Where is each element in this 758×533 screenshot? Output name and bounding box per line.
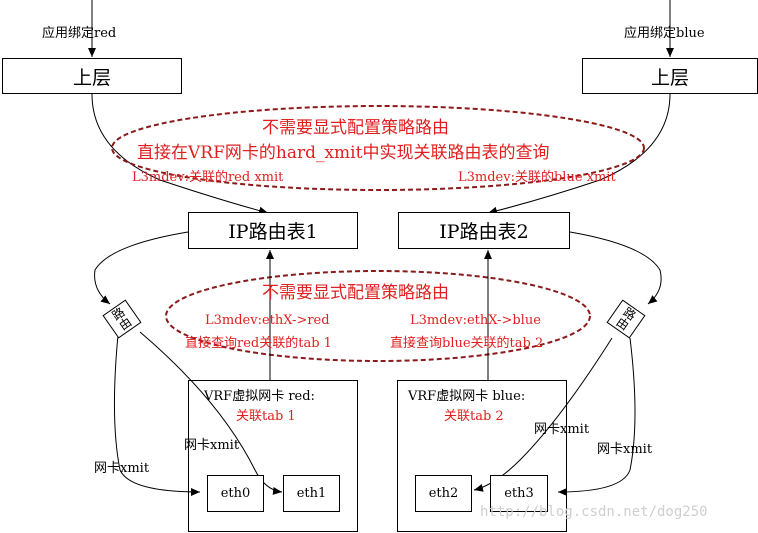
l3mdev-red-xmit-label: L3mdev:关联的red xmit <box>132 170 284 185</box>
arrow-upper-left-to-table1 <box>91 93 269 215</box>
eth2-label: eth2 <box>428 486 459 501</box>
arrow-route-right-to-eth3 <box>557 337 636 496</box>
arrow-route-left-to-eth0 <box>113 334 201 496</box>
upper-layer-right-label: 上层 <box>650 66 689 89</box>
top-ellipse-line1: 不需要显式配置策略路由 <box>262 118 449 138</box>
upper-layer-left-box: 上层 <box>2 58 182 94</box>
arrow-route-left-to-eth1 <box>139 331 283 495</box>
vrf-red-assoc: 关联tab 1 <box>236 409 296 424</box>
arrow-table2-to-route-right <box>569 231 662 305</box>
arrow-table1-to-route-left <box>94 231 189 305</box>
mid-ellipse-left-line1: L3mdev:ethX->red <box>205 313 330 328</box>
arrow-upper-right-to-table2 <box>487 93 671 215</box>
eth1-box: eth1 <box>283 475 340 512</box>
vrf-blue-container <box>397 380 567 532</box>
top-ellipse-line2: 直接在VRF网卡的hard_xmit中实现关联路由表的查询 <box>137 143 550 163</box>
eth3-box: eth3 <box>490 475 548 512</box>
vrf-blue-assoc: 关联tab 2 <box>444 409 504 424</box>
top-dashed-ellipse <box>111 105 645 191</box>
l3mdev-blue-xmit-label: L3mdev:关联的blue xmit <box>458 170 616 185</box>
vrf-red-title: VRF虚拟网卡 red: <box>204 389 315 404</box>
upper-layer-right-box: 上层 <box>582 58 758 94</box>
outer-nic-xmit-right: 网卡xmit <box>597 442 653 457</box>
outer-nic-xmit-left: 网卡xmit <box>94 461 150 476</box>
vrf-red-nic-xmit: 网卡xmit <box>184 438 240 453</box>
route-table-1-label: IP路由表1 <box>228 221 318 243</box>
vrf-blue-nic-xmit: 网卡xmit <box>534 422 590 437</box>
mid-ellipse-left-line2: 直接查询red关联的tab 1 <box>185 336 332 351</box>
route-table-2-label: IP路由表2 <box>439 221 529 243</box>
eth3-label: eth3 <box>504 486 534 501</box>
middle-dashed-ellipse <box>165 270 591 362</box>
vrf-red-container <box>188 380 358 532</box>
eth1-label: eth1 <box>296 486 327 501</box>
vrf-blue-title: VRF虚拟网卡 blue: <box>408 389 526 404</box>
eth0-label: eth0 <box>220 486 251 501</box>
upper-layer-left-label: 上层 <box>72 66 111 89</box>
watermark-text: http://blog.csdn.net/dog250 <box>480 504 708 520</box>
route-table-1-box: IP路由表1 <box>188 212 358 249</box>
eth2-box: eth2 <box>415 475 472 512</box>
mid-ellipse-right-line2: 直接查询blue关联的tab 2 <box>390 336 544 351</box>
eth0-box: eth0 <box>207 475 264 512</box>
mid-ellipse-title: 不需要显式配置策略路由 <box>262 283 449 303</box>
app-binding-red-label: 应用绑定red <box>42 26 117 41</box>
mid-ellipse-right-line1: L3mdev:ethX->blue <box>410 313 541 328</box>
app-binding-blue-label: 应用绑定blue <box>624 26 705 41</box>
route-table-2-box: IP路由表2 <box>398 212 570 249</box>
